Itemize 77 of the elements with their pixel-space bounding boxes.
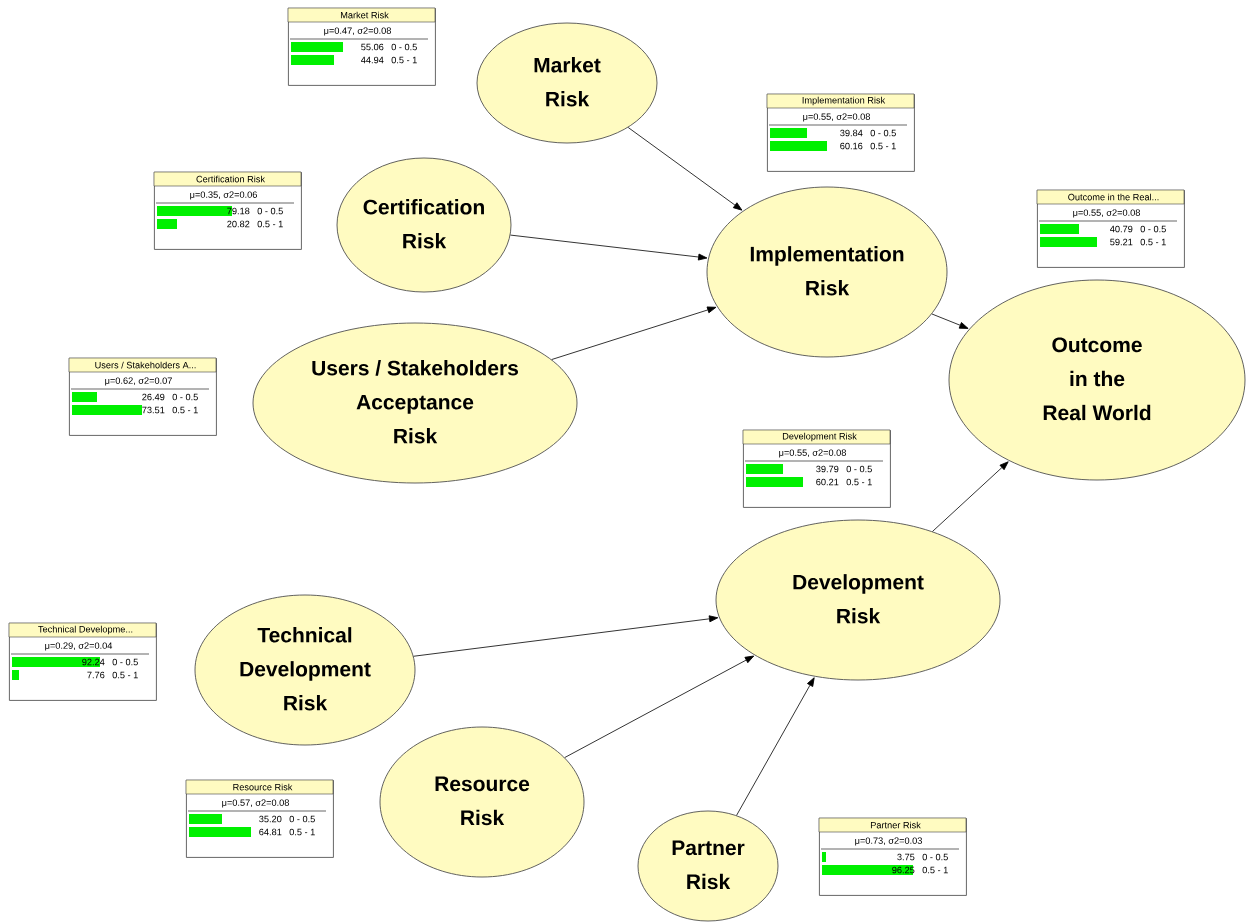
- probability-value: 59.21: [1110, 238, 1133, 246]
- range-label: 0.5 - 1: [870, 142, 896, 150]
- range-label: 0 - 0.5: [289, 815, 315, 823]
- probability-value: 35.20: [259, 815, 282, 823]
- monitor-title: Technical Developme...: [8, 622, 157, 638]
- stat-summary: μ=0.47, σ2=0.08: [324, 27, 391, 36]
- range-label: 0.5 - 1: [391, 56, 417, 64]
- range-label: 0.5 - 1: [846, 478, 872, 486]
- probability-value: 26.49: [142, 393, 165, 401]
- probability-value: 60.21: [816, 478, 839, 486]
- arrow: [932, 461, 1009, 532]
- range-label: 0 - 0.5: [922, 853, 948, 861]
- stat-summary: μ=0.55, σ2=0.08: [1073, 209, 1140, 218]
- node-label: Certification Risk: [363, 199, 484, 249]
- risk-ellipse: [637, 810, 779, 922]
- range-label: 0.5 - 1: [289, 828, 315, 836]
- stat-summary: μ=0.55, σ2=0.08: [779, 449, 846, 458]
- node-label: Partner Risk: [672, 840, 745, 890]
- range-label: 0 - 0.5: [172, 393, 198, 401]
- monitor-title: Outcome in the Real...: [1036, 189, 1185, 205]
- risk-ellipse: [379, 726, 585, 878]
- arrow: [627, 127, 743, 211]
- probability-value: 73.51: [142, 406, 165, 414]
- monitor-title: Partner Risk: [818, 817, 967, 833]
- node-label: Outcome in the Real World: [1043, 337, 1151, 421]
- range-label: 0.5 - 1: [172, 406, 198, 414]
- risk-ellipse: [194, 594, 416, 746]
- probability-value: 20.82: [227, 220, 250, 228]
- monitor-title: Certification Risk: [153, 171, 302, 187]
- monitor-title: Users / Stakeholders A...: [68, 357, 217, 373]
- node-label: Resource Risk: [435, 776, 530, 826]
- node-label: Users / Stakeholders Acceptance Risk: [312, 360, 518, 444]
- probability-value: 39.84: [840, 129, 863, 137]
- node-label: Market Risk: [534, 57, 601, 107]
- risk-ellipse: [706, 186, 948, 358]
- probability-value: 55.06: [361, 43, 384, 51]
- stat-summary: μ=0.55, σ2=0.08: [803, 113, 870, 122]
- arrow: [413, 615, 719, 657]
- risk-ellipse: [476, 22, 658, 144]
- stat-summary: μ=0.57, σ2=0.08: [222, 799, 289, 808]
- monitor-title: Implementation Risk: [766, 93, 915, 109]
- node-label: Implementation Risk: [750, 246, 904, 296]
- range-label: 0.5 - 1: [257, 220, 283, 228]
- monitor-title: Market Risk: [287, 7, 436, 23]
- range-label: 0 - 0.5: [112, 658, 138, 666]
- arrow: [931, 313, 969, 329]
- stat-summary: μ=0.73, σ2=0.03: [855, 837, 922, 846]
- risk-ellipse: [948, 279, 1246, 481]
- monitor-title: Resource Risk: [185, 779, 334, 795]
- arrow: [551, 306, 717, 360]
- range-label: 0.5 - 1: [922, 866, 948, 874]
- stat-summary: μ=0.35, σ2=0.06: [190, 191, 257, 200]
- monitor-title: Development Risk: [742, 429, 891, 445]
- range-label: 0 - 0.5: [257, 207, 283, 215]
- probability-value: 44.94: [361, 56, 384, 64]
- range-label: 0.5 - 1: [1140, 238, 1166, 246]
- node-label: Technical Development Risk: [240, 627, 371, 711]
- probability-value: 3.75: [897, 853, 915, 861]
- probability-value: 64.81: [259, 828, 282, 836]
- risk-ellipse: [252, 322, 578, 484]
- range-label: 0.5 - 1: [112, 671, 138, 679]
- risk-ellipse: [715, 519, 1001, 681]
- stat-summary: μ=0.29, σ2=0.04: [45, 642, 113, 651]
- stat-summary: μ=0.62, σ2=0.07: [105, 377, 172, 386]
- probability-value: 7.76: [87, 671, 105, 679]
- range-label: 0 - 0.5: [870, 129, 896, 137]
- range-label: 0 - 0.5: [1140, 225, 1166, 233]
- range-label: 0 - 0.5: [391, 43, 417, 51]
- probability-value: 60.16: [840, 142, 863, 150]
- probability-value: 40.79: [1110, 225, 1133, 233]
- arrow: [736, 677, 815, 816]
- node-label: Development Risk: [793, 574, 924, 624]
- probability-value: 39.79: [816, 465, 839, 473]
- risk-ellipse: [336, 157, 512, 293]
- range-label: 0 - 0.5: [846, 465, 872, 473]
- arrow: [510, 234, 708, 261]
- arrow: [564, 655, 755, 758]
